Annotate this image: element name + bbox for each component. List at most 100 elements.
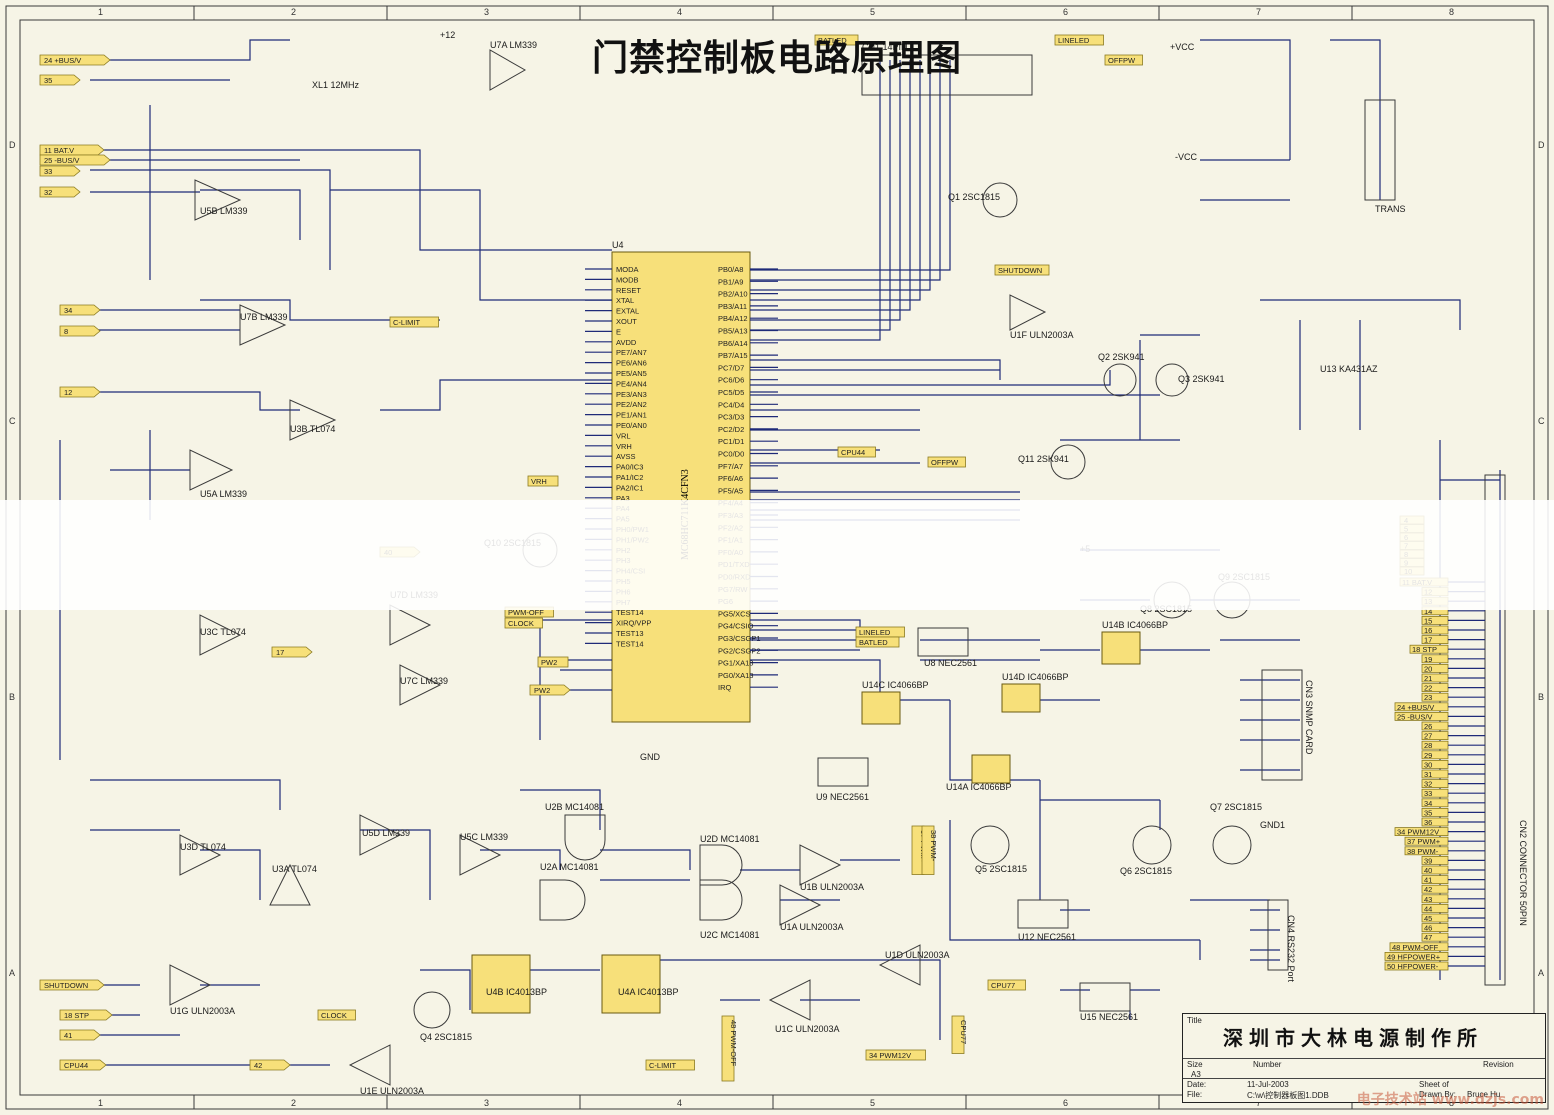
tb-sheet-label: Sheet of (1419, 1080, 1449, 1089)
mcu-pin-label: PB1/A9 (718, 277, 743, 286)
transistor-label: Q4 2SC1815 (420, 1032, 472, 1042)
net-flag-label: 25 -BUS/V (44, 156, 79, 165)
ic-label: U2D MC14081 (700, 834, 760, 844)
net-flag-label: 32 (44, 188, 52, 197)
mcu-pin-label: VRH (616, 442, 632, 451)
cn2-flag-label: 45 (1424, 914, 1432, 923)
net-flag-label: CLOCK (321, 1011, 347, 1020)
opto-u15 (1079, 982, 1131, 1012)
opamp-u7b (239, 304, 287, 346)
frame-row-label: A (9, 968, 15, 978)
ic-label: U5A LM339 (200, 489, 247, 499)
frame-row-label: D (9, 140, 16, 150)
net-flag (645, 1059, 695, 1071)
transistor-q2 (1103, 363, 1137, 397)
transistor-q3 (1155, 363, 1189, 397)
power-label: GND1 (1260, 820, 1285, 830)
buffer-u1d (878, 944, 921, 986)
mcu-pin-label: PA3 (616, 494, 630, 503)
net-flag (994, 264, 1050, 276)
crystal-label: XL1 12MHz (312, 80, 360, 90)
mcu-pin-label: PB7/A15 (718, 351, 748, 360)
cn2-flag-label: 17 (1424, 636, 1432, 645)
ic-label: U1B ULN2003A (800, 882, 864, 892)
cn2-flag-label: 25 -BUS/V (1397, 712, 1432, 721)
net-flag-label: BATLED (859, 638, 888, 647)
opamp-u5d (359, 814, 402, 856)
net-flag (1054, 34, 1104, 46)
power-label: +12 (440, 30, 455, 40)
opamp-u7d (389, 604, 432, 646)
logic-boxes (471, 54, 1506, 1014)
buffer-u1g (169, 964, 212, 1006)
net-flag (39, 154, 111, 166)
mcu-pin-label: PG3/CSGP1 (718, 634, 761, 643)
frame-col-label: 5 (870, 1098, 875, 1108)
cn2-flag-label: 24 +BUS/V (1397, 703, 1434, 712)
frame-col-label: 1 (98, 7, 103, 17)
cn2-flag-label: 31 (1424, 770, 1432, 779)
tb-drawn-label: Drawn By: (1419, 1090, 1456, 1099)
mcu-pin-label: MODB (616, 275, 639, 284)
ic-label: U1F ULN2003A (1010, 330, 1074, 340)
mcu-pin-label: PB2/A10 (718, 290, 748, 299)
net-flag (39, 74, 81, 86)
tb-company: 深圳市大林电源制作所 (1223, 1026, 1483, 1050)
transistor-label: Q6 2SC1815 (1120, 866, 1172, 876)
ic-label: U2B MC14081 (545, 802, 604, 812)
watermark-text: 电子技术站 www.dzjs.com (1356, 1092, 1544, 1108)
ic-label: U4A IC4013BP (618, 987, 679, 997)
tb-file-label: File: (1187, 1090, 1203, 1099)
transistor-q7 (1212, 825, 1252, 865)
cn2-flag-label: 38 PWM- (1407, 847, 1439, 856)
net-flag-label: PW2 (541, 658, 557, 667)
frame-row-label: C (9, 416, 16, 426)
power-label: -8 (632, 58, 640, 68)
buffer-u1e (348, 1044, 391, 1086)
opamp-u5c (459, 834, 502, 876)
mcu-pin-label: PA0/IC3 (616, 463, 643, 472)
ic-label: U1D ULN2003A (885, 950, 950, 960)
ic-label: U3B TL074 (290, 424, 335, 434)
frame-col-label: 3 (484, 1098, 489, 1108)
opto-u12 (1017, 899, 1069, 929)
connector-cn2 (1484, 474, 1506, 986)
ic-label: U3C TL074 (200, 627, 246, 637)
cn2-flag-label: 42 (1424, 885, 1432, 894)
power-label: -VCC (1175, 152, 1197, 162)
transistor-label: Q2 2SK941 (1098, 352, 1145, 362)
ic-label: U7B LM339 (240, 312, 288, 322)
mcu-pin-label: TEST14 (616, 608, 644, 617)
frame-col-label: 5 (870, 7, 875, 17)
flipflop-u4b (471, 954, 531, 1014)
net-flag (59, 1009, 113, 1021)
mcu-pin-label: PF7/A7 (718, 462, 743, 471)
frame-col-label: 4 (677, 1098, 682, 1108)
cn2-flag-label: 47 (1424, 933, 1432, 942)
ic-label: U1E ULN2003A (360, 1086, 424, 1096)
mcu-pin-label: TEST13 (616, 629, 644, 638)
title-block: Title 深圳市大林电源制作所 Size A3 Number Revision… (1182, 1013, 1546, 1103)
ic-label: U5B LM339 (200, 206, 248, 216)
connector-cn3 (1261, 669, 1303, 781)
cn2-flag-label: 37 PWM+ (1407, 837, 1441, 846)
net-flag (39, 144, 105, 156)
net-flag (927, 456, 966, 468)
transistor-label: Q11 2SK941 (1018, 454, 1069, 464)
frame-row-label: B (1538, 692, 1544, 702)
mcu-pin-label: PG1/XA18 (718, 659, 753, 668)
opamp-u7a (489, 49, 527, 91)
cn2-flag-label: 15 (1424, 616, 1432, 625)
connector-label: CN1 14PIN (862, 42, 908, 52)
mcu-pin-label: E (616, 327, 621, 336)
opto-u8 (917, 627, 969, 657)
mcu-pin-label: PF5/A5 (718, 486, 743, 495)
net-flag-label: 12 (64, 388, 72, 397)
net-flag-label: LINELED (1058, 36, 1090, 45)
cn2-flag-label: 36 (1424, 818, 1432, 827)
ic-label: U9 NEC2561 (816, 792, 869, 802)
cn2-flag-label: 34 (1424, 799, 1432, 808)
tb-revision-label: Revision (1483, 1060, 1514, 1069)
frame-row-label: D (1538, 140, 1545, 150)
